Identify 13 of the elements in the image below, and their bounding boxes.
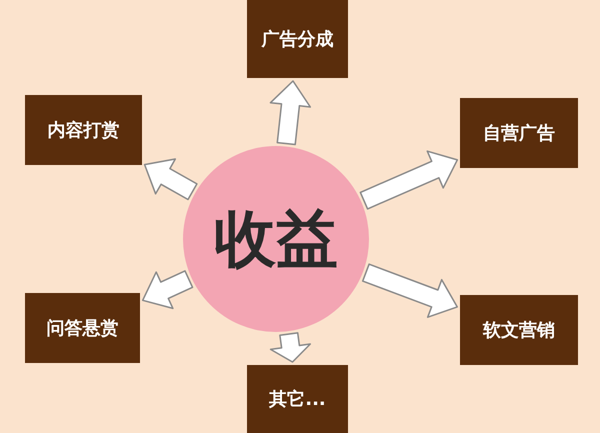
block-arrow xyxy=(360,150,458,210)
label-box: 软文营销 xyxy=(460,295,578,365)
label-box: 广告分成 xyxy=(247,0,348,78)
label-box: 自营广告 xyxy=(460,98,578,168)
block-arrow xyxy=(270,332,312,363)
block-arrow xyxy=(142,270,194,310)
label-box: 问答悬赏 xyxy=(25,293,140,363)
center-circle: 收益 xyxy=(183,146,369,332)
block-arrow xyxy=(144,158,198,200)
block-arrow xyxy=(270,80,312,146)
label-box: 内容打赏 xyxy=(25,95,142,165)
block-arrow xyxy=(362,263,458,318)
label-box: 其它... xyxy=(247,365,348,433)
